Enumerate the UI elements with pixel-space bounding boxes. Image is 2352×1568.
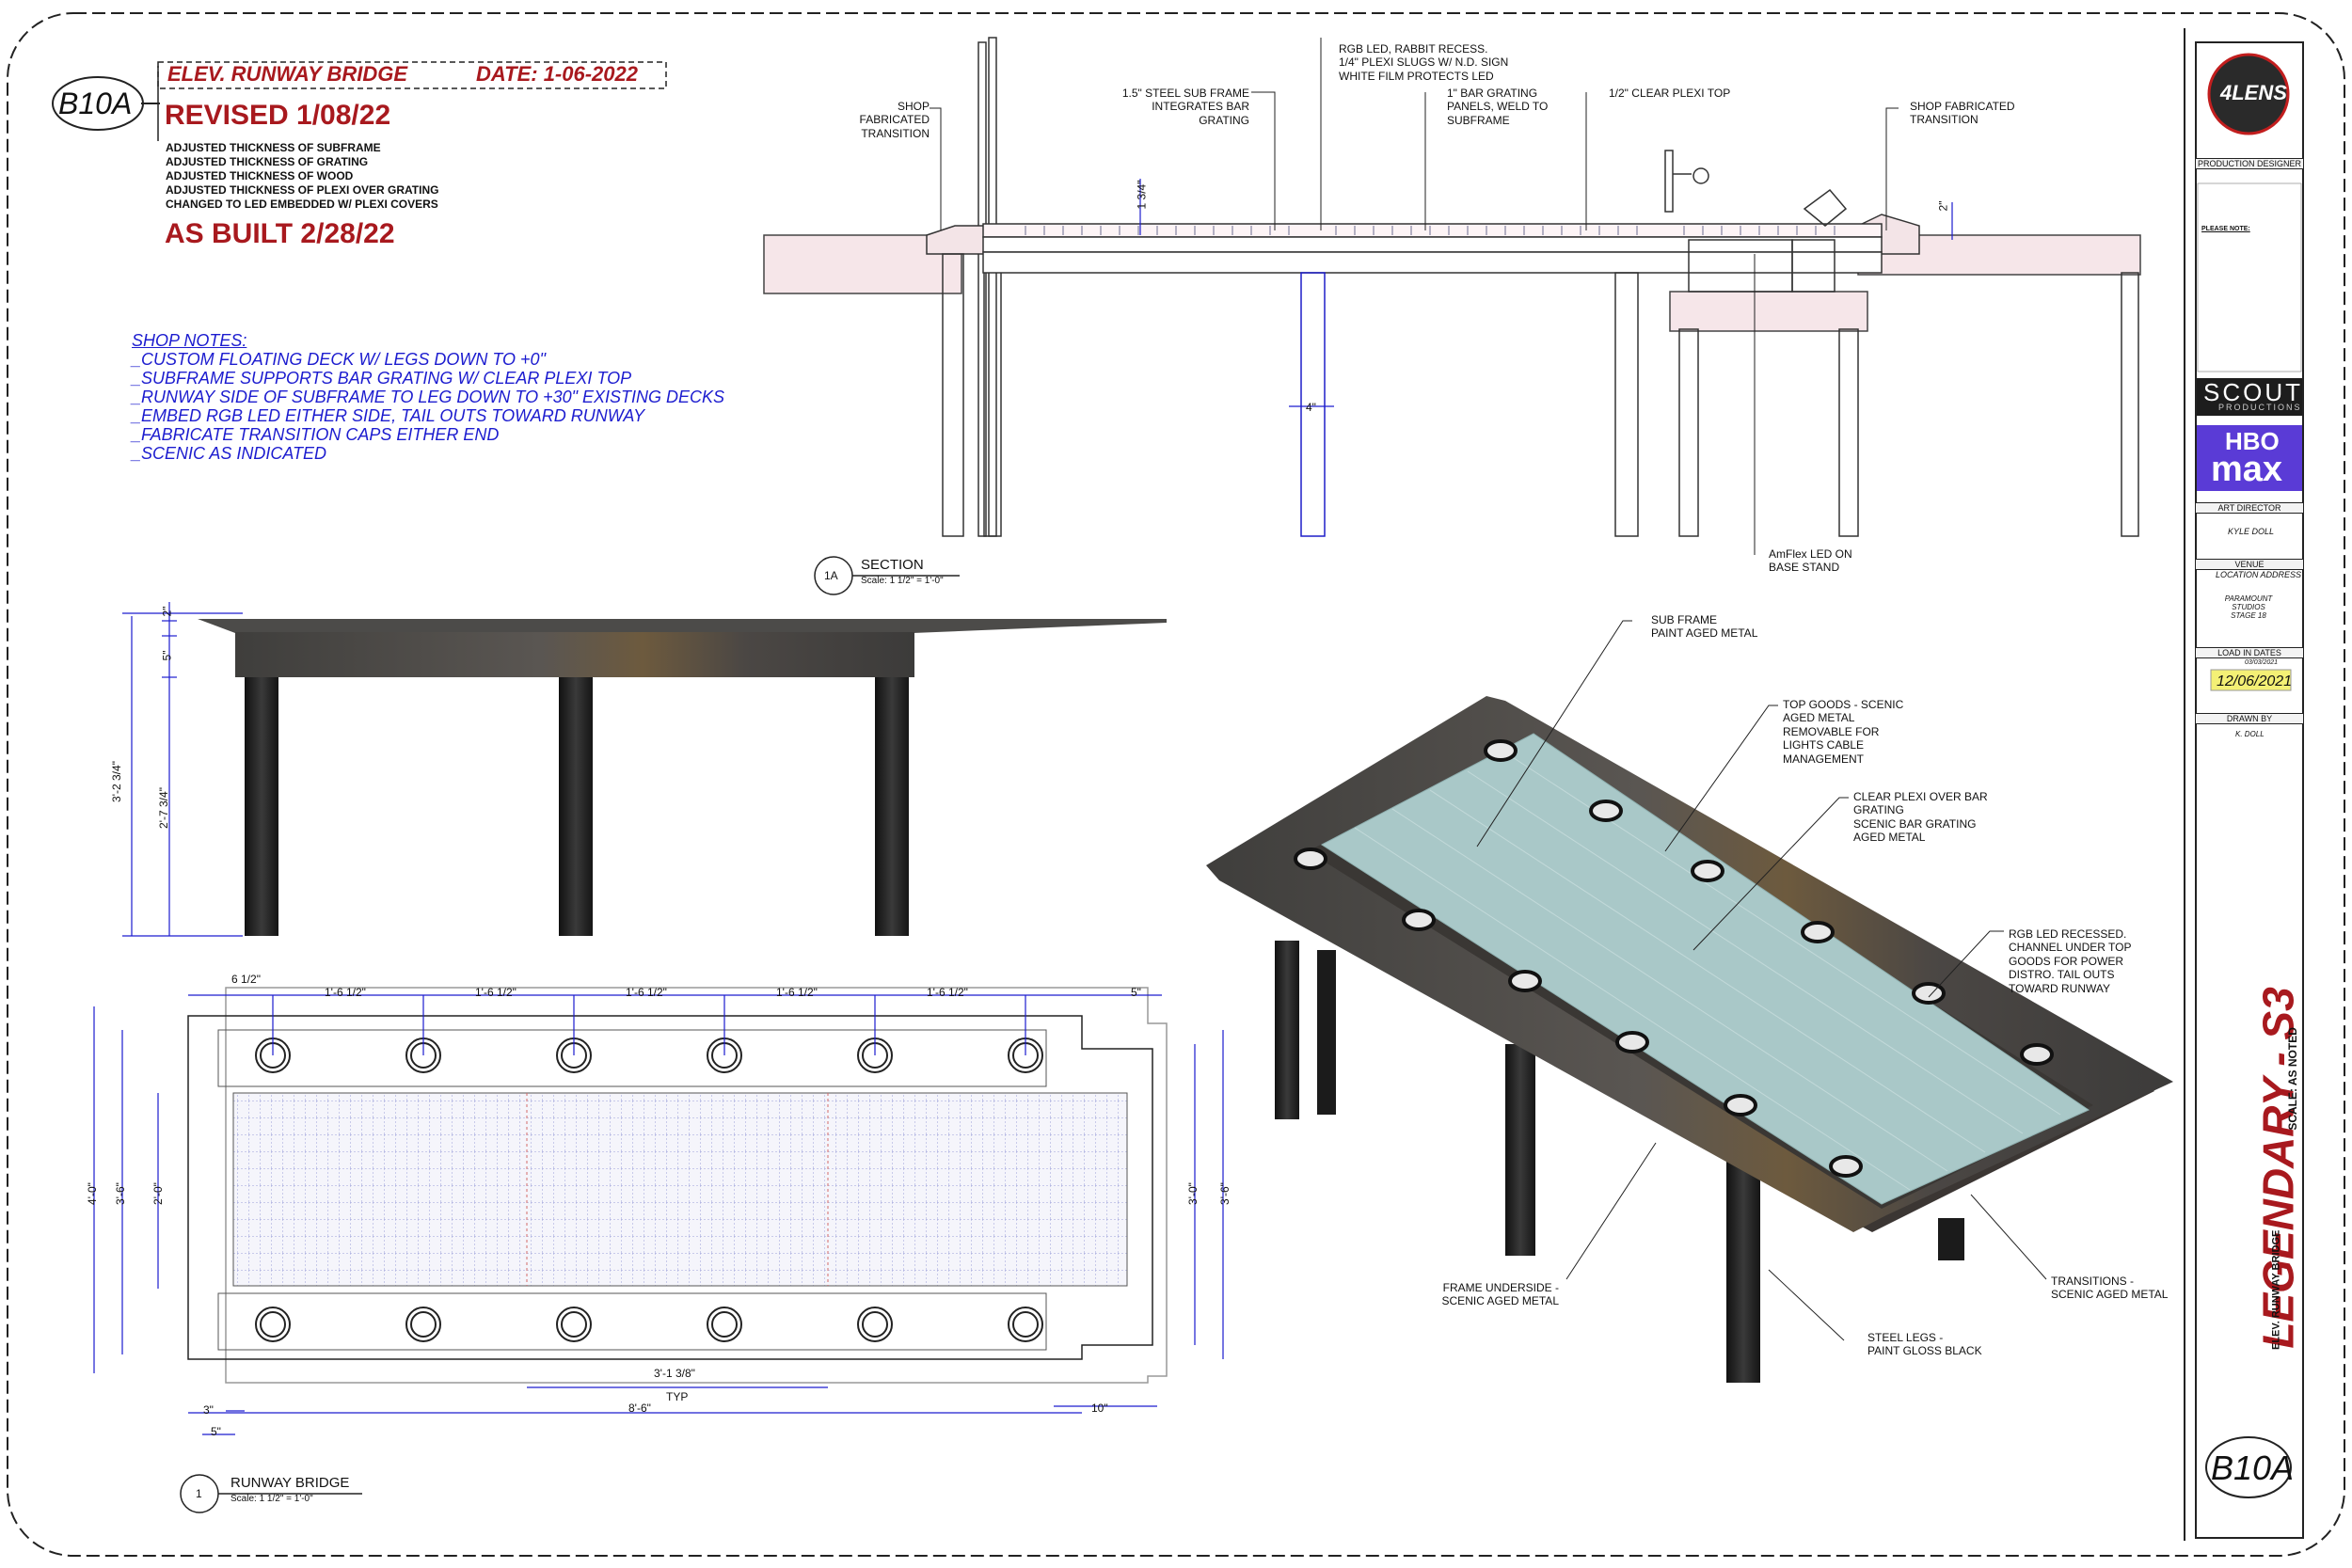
art-director-label: ART DIRECTOR [2196, 502, 2303, 514]
callout-bar-grating: 1" BAR GRATING PANELS, WELD TO SUBFRAME [1447, 87, 1549, 127]
plan-dim-top: 1'-6 1/2" [626, 986, 667, 999]
plan-dim-left: 4'-0" [85, 1182, 99, 1205]
section-scale: Scale: 1 1/2" = 1'-0" [861, 576, 944, 586]
drawn-by-name: K. DOLL [2235, 730, 2265, 738]
shop-note: _FABRICATE TRANSITION CAPS EITHER END [132, 425, 500, 444]
sheet-border [7, 12, 2345, 1557]
location-label: LOCATION ADDRESS [2216, 570, 2302, 579]
callout-top-goods: TOP GOODS - SCENIC AGED METAL REMOVABLE … [1783, 698, 1904, 766]
4lens-logo-text: 4LENS [2220, 81, 2287, 104]
callout-shop-transition-right: SHOP FABRICATED TRANSITION [1910, 100, 2015, 127]
scout-logo-text: SCOUT [2203, 378, 2303, 406]
section-label: SECTION [861, 557, 924, 573]
revision-5: CHANGED TO LED EMBEDDED W/ PLEXI COVERS [166, 198, 438, 211]
isometric-drawing [1206, 620, 2173, 1383]
plan-dim-left: 2'-0" [151, 1182, 165, 1205]
plan-dim-left: 3'-6" [113, 1182, 127, 1205]
plan-label-number: 1 [196, 1487, 202, 1500]
callout-rgb-led: RGB LED, RABBIT RECESS. 1/4" PLEXI SLUGS… [1339, 42, 1509, 83]
as-built-heading: AS BUILT 2/28/22 [165, 218, 395, 249]
elev-dim-4: 2'-7 3/4" [156, 787, 170, 829]
venue-lines: PARAMOUNT STUDIOS STAGE 18 [2224, 594, 2273, 620]
scout-logo-sub: PRODUCTIONS [2218, 403, 2302, 412]
hbo-logo-text: HBO [2225, 427, 2280, 455]
plan-dim-top: 1'-6 1/2" [475, 986, 516, 999]
4lens-logo-badge [2207, 53, 2290, 135]
callout-shop-transition-left: SHOP FABRICATED TRANSITION [859, 100, 930, 140]
plan-dim-top: 1'-6 1/2" [776, 986, 818, 999]
revision-2: ADJUSTED THICKNESS OF GRATING [166, 155, 369, 168]
production-designer-label: PRODUCTION DESIGNER [2196, 158, 2303, 169]
title-box [157, 61, 667, 89]
callout-transitions: TRANSITIONS - SCENIC AGED METAL [2051, 1275, 2169, 1302]
load-in-prev: 03/03/2021 [2245, 659, 2279, 666]
elev-dim-1: 2" [160, 606, 174, 617]
section-drawing [763, 37, 2141, 537]
shop-note: _EMBED RGB LED EITHER SIDE, TAIL OUTS TO… [132, 406, 645, 425]
plan-dim-bottom: 3" [203, 1403, 214, 1417]
callout-clear-plexi-iso: CLEAR PLEXI OVER BAR GRATING SCENIC BAR … [1853, 790, 1988, 845]
elev-dim-3: 3'-2 3/4" [109, 761, 123, 802]
max-logo-text: max [2211, 450, 2283, 489]
plan-dim-bottom: 3'-1 3/8" [654, 1367, 695, 1380]
title-block-frame [2195, 41, 2304, 1539]
sheet-tag-bottom [2205, 1436, 2292, 1498]
plan-scale: Scale: 1 1/2" = 1'-0" [230, 1494, 313, 1504]
please-note-label: PLEASE NOTE: [2201, 226, 2250, 232]
load-in-date: 12/06/2021 [2217, 673, 2293, 689]
revised-heading: REVISED 1/08/22 [165, 100, 391, 131]
sheet-id-bottom: B10A [2211, 1449, 2295, 1487]
dim-section-3: 4" [1306, 401, 1316, 414]
dim-section-1: 1 3/4" [1135, 180, 1149, 210]
revision-4: ADJUSTED THICKNESS OF PLEXI OVER GRATING [166, 183, 439, 197]
callout-amflex-led: AmFlex LED ON BASE STAND [1769, 547, 1852, 575]
shop-note: _RUNWAY SIDE OF SUBFRAME TO LEG DOWN TO … [132, 388, 725, 406]
section-dims [1139, 179, 1953, 407]
shop-note: _CUSTOM FLOATING DECK W/ LEGS DOWN TO +0… [132, 350, 546, 369]
revision-3: ADJUSTED THICKNESS OF WOOD [166, 169, 354, 182]
sheet-subtitle: ELEV. RUNWAY BRIDGE [2270, 1229, 2282, 1351]
callout-clear-plexi: 1/2" CLEAR PLEXI TOP [1609, 87, 1731, 100]
load-in-highlight [2210, 669, 2292, 691]
plan-label: RUNWAY BRIDGE [230, 1475, 350, 1491]
plan-dim-right: 3'-0" [1185, 1182, 1200, 1205]
load-in-label: LOAD IN DATES [2196, 647, 2303, 658]
plan-dim-right: 3'-6" [1217, 1182, 1232, 1205]
shop-note: _SCENIC AS INDICATED [132, 444, 327, 463]
issue-date: DATE: 1-06-2022 [476, 62, 638, 86]
plan-dim-top: 1'-6 1/2" [927, 986, 968, 999]
page-title: ELEV. RUNWAY BRIDGE [167, 62, 408, 86]
section-label-number: 1A [824, 569, 838, 582]
section-leaders [930, 38, 1899, 555]
callout-sub-frame: SUB FRAME PAINT AGED METAL [1651, 613, 1758, 641]
shop-note: _SUBFRAME SUPPORTS BAR GRATING W/ CLEAR … [132, 369, 632, 388]
plan-dim-typ: TYP [666, 1390, 689, 1403]
shop-notes-title: SHOP NOTES: [132, 331, 247, 350]
hbo-max-logo [2197, 425, 2302, 491]
sheet-id-top: B10A [58, 87, 133, 120]
plan-dim-bottom: 8'-6" [628, 1402, 651, 1415]
side-elevation [122, 602, 1167, 937]
callout-steel-legs: STEEL LEGS - PAINT GLOSS BLACK [1867, 1331, 1982, 1358]
art-director-name: KYLE DOLL [2228, 527, 2275, 536]
callout-steel-subframe: 1.5" STEEL SUB FRAME INTEGRATES BAR GRAT… [1121, 87, 1249, 127]
callout-frame-underside: FRAME UNDERSIDE - SCENIC AGED METAL [1441, 1281, 1559, 1308]
plan-drawing [93, 987, 1224, 1435]
plan-dim-bottom: 10" [1091, 1402, 1108, 1415]
scout-logo [2197, 378, 2302, 416]
callout-rgb-recessed: RGB LED RECESSED. CHANNEL UNDER TOP GOOD… [2009, 927, 2132, 995]
plan-dim-top: 5" [1131, 986, 1141, 999]
venue-label: VENUE [2196, 559, 2303, 570]
revision-1: ADJUSTED THICKNESS OF SUBFRAME [166, 141, 381, 154]
scale-note: SCALE: AS NOTED [2286, 1027, 2300, 1131]
dim-section-2: 2" [1936, 200, 1950, 212]
plan-dim-top: 6 1/2" [231, 973, 261, 986]
plan-dim-top: 1'-6 1/2" [325, 986, 366, 999]
drawn-by-label: DRAWN BY [2196, 713, 2303, 724]
elev-dim-2: 5" [160, 650, 174, 661]
plan-dim-bottom: 5" [211, 1425, 221, 1438]
